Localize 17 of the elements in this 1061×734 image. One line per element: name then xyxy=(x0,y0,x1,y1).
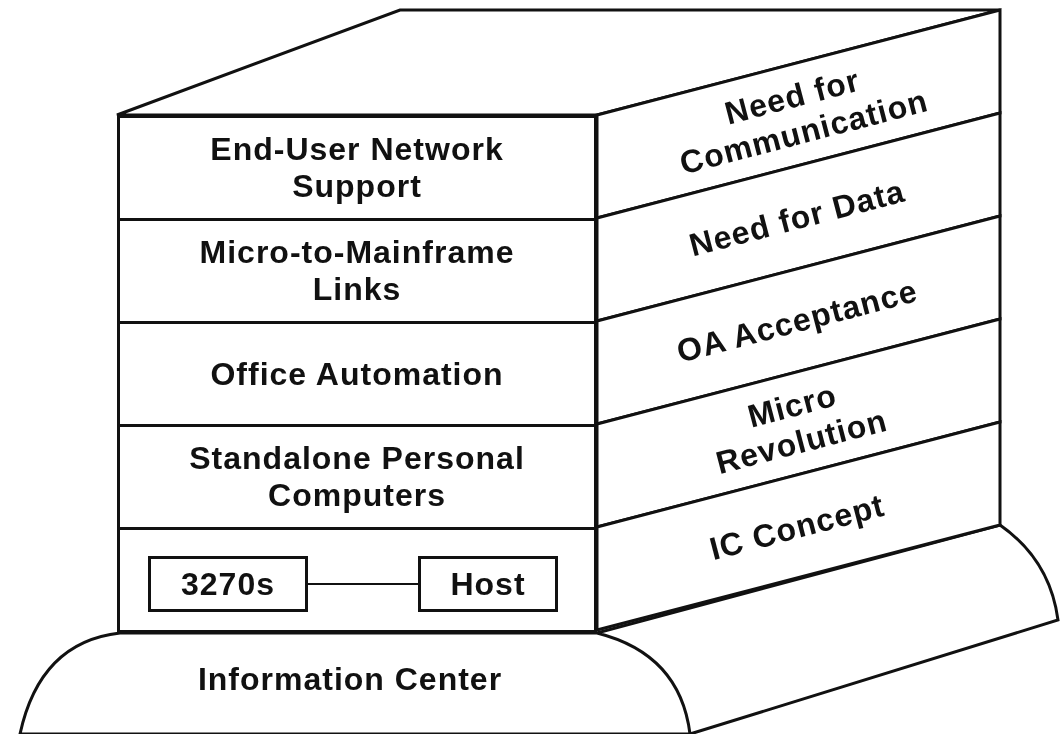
layer-box xyxy=(117,115,597,221)
layer-box xyxy=(117,527,597,633)
layer-label: Need for Data xyxy=(685,172,909,264)
layer-label: Host xyxy=(450,565,526,603)
layer-label: Standalone Personal Computers xyxy=(188,440,526,514)
layer-label: IC Concept xyxy=(705,486,889,568)
connector-line xyxy=(307,583,419,585)
layer-box xyxy=(117,218,597,324)
layer-label: 3270s xyxy=(181,565,275,603)
layer-box xyxy=(117,424,597,530)
layer-label: End-User Network Support xyxy=(209,131,505,205)
device-box xyxy=(418,556,558,612)
layer-label: Office Automation xyxy=(210,355,504,393)
layer-box xyxy=(117,321,597,427)
layer-label: Micro-to-Mainframe Links xyxy=(198,234,516,308)
layer-label: Information Center xyxy=(197,660,503,698)
device-box xyxy=(148,556,308,612)
